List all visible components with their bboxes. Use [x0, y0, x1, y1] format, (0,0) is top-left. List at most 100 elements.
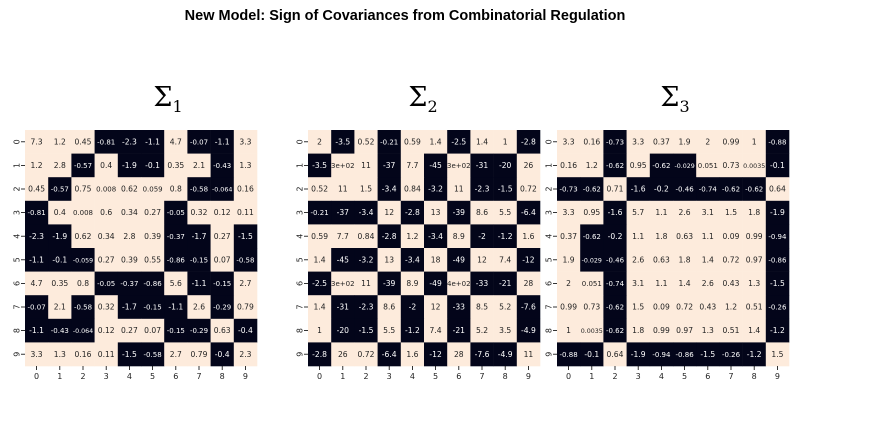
heatmap-cell-label: 0.72 [520, 185, 537, 194]
heatmap-cell-label: -0.1 [584, 350, 599, 359]
heatmap-cell [94, 342, 119, 367]
heatmap-cell [742, 318, 767, 343]
heatmap-cell-label: -0.46 [606, 256, 625, 264]
heatmap-cell-label: 0.63 [214, 326, 231, 335]
heatmap-cell-label: -39 [383, 279, 396, 288]
heatmap-cell-label: -37 [337, 208, 350, 217]
heatmap-cell-label: -7.6 [475, 350, 490, 359]
heatmap-title-1: Σ1 [153, 82, 182, 116]
heatmap-cell-label: 1.1 [655, 279, 667, 288]
heatmap-cell [765, 200, 790, 225]
heatmap-cell-label: -0.86 [676, 351, 695, 359]
heatmap-cell-label: 2.7 [170, 350, 182, 359]
heatmap-cell-label: 0.07 [144, 326, 161, 335]
y-tick-label: 6 [545, 281, 554, 286]
heatmap-cell-label: 0.12 [98, 326, 115, 335]
heatmap-cell-label: -1.2 [405, 326, 420, 335]
heatmap-cell-label: 0.8 [77, 279, 89, 288]
heatmap-cell [187, 318, 211, 343]
heatmap-cell-label: 0.16 [560, 161, 577, 170]
heatmap-cell [210, 342, 235, 367]
heatmap-cell [48, 130, 72, 154]
heatmap-cell-label: 8.9 [406, 279, 418, 288]
heatmap-cell-label: -20 [499, 161, 512, 170]
heatmap-cell-label: 7.4 [499, 255, 511, 264]
heatmap-cell-label: 0.8 [170, 185, 182, 194]
heatmap-cell [719, 224, 743, 249]
heatmap-cell [649, 130, 674, 154]
heatmap-cell-label: 0.39 [121, 255, 138, 264]
y-tick-label: 6 [296, 281, 305, 286]
heatmap-cell [308, 224, 332, 249]
x-tick-label: 7 [196, 372, 201, 381]
heatmap-cell-label: -33 [476, 279, 489, 288]
heatmap-cell-label: 0.99 [723, 137, 740, 146]
heatmap-cell [580, 177, 604, 202]
heatmap-cell [331, 295, 355, 320]
heatmap-cell-label: -3.2 [428, 185, 443, 194]
heatmap-cell-label: -1.5 [238, 232, 253, 241]
heatmap-cell-label: -0.43 [213, 162, 231, 170]
heatmap-cell-label: 0.79 [237, 303, 254, 312]
heatmap-cell [331, 318, 355, 343]
heatmap-cell-label: -0.15 [144, 304, 162, 312]
heatmap-title-symbol: Σ [408, 82, 427, 113]
y-tick-label: 7 [545, 304, 554, 309]
heatmap-cell-label: -0.05 [97, 280, 115, 288]
heatmap-cell-label: 1.2 [725, 303, 737, 312]
heatmap-cell-label: 0.71 [607, 185, 624, 194]
heatmap-cell-label: 11 [338, 185, 348, 194]
heatmap-cell [233, 318, 258, 343]
heatmap-cell-label: 3e+02 [331, 280, 355, 288]
heatmap-cell-label: 3.1 [702, 208, 714, 217]
x-tick-label: 6 [173, 372, 178, 381]
heatmap-cell [71, 200, 95, 225]
heatmap-cell [447, 130, 471, 154]
heatmap-cell-label: 3.3 [31, 350, 43, 359]
heatmap-cell [603, 342, 627, 367]
heatmap-cell [48, 177, 72, 202]
heatmap-cell-label: 5.6 [170, 279, 182, 288]
heatmap-cell [25, 153, 49, 178]
heatmap-cell-label: 0.63 [653, 255, 670, 264]
x-tick-label: 8 [503, 372, 508, 381]
heatmap-cell-label: -0.94 [652, 351, 671, 359]
heatmap-cell [696, 153, 720, 178]
heatmap-cell [48, 200, 72, 225]
heatmap-cell [233, 342, 258, 367]
heatmap-cell [377, 200, 402, 225]
heatmap-cell [673, 200, 697, 225]
heatmap-title-2: Σ2 [408, 82, 437, 116]
heatmap-cell [400, 177, 425, 202]
heatmap-cell [164, 248, 188, 272]
heatmap-cell-label: -1.5 [359, 326, 374, 335]
heatmap-cell-label: 0.59 [311, 232, 328, 241]
heatmap-cell [210, 248, 235, 272]
heatmap-cell-label: -3.4 [382, 185, 397, 194]
heatmap-cell [117, 248, 142, 272]
heatmap-cell-label: 0.52 [358, 137, 375, 146]
x-tick-label: 4 [410, 372, 415, 381]
heatmap-cell-label: -0.1 [52, 255, 67, 264]
heatmap-cell-label: 28 [524, 279, 534, 288]
heatmap-cell [94, 248, 119, 272]
heatmap-cell [673, 271, 697, 296]
heatmap-cell-label: 2.1 [54, 303, 66, 312]
heatmap-cell [557, 200, 581, 225]
heatmap-cell-label: 0.32 [98, 303, 115, 312]
heatmap-cell [25, 271, 49, 296]
heatmap-cell-label: 1.4 [314, 255, 326, 264]
heatmap-cell [493, 224, 518, 249]
heatmap-cell-label: -0.064 [73, 328, 93, 335]
heatmap-cell [331, 271, 355, 296]
heatmap-cell [377, 342, 402, 367]
heatmap-cell-label: 0.16 [237, 185, 254, 194]
heatmap-cell [719, 130, 743, 154]
y-tick-label: 7 [296, 304, 305, 309]
heatmap-cell [354, 248, 378, 272]
heatmap-cell [424, 248, 448, 272]
heatmap-cell-label: 1.1 [702, 232, 714, 241]
heatmap-cell [626, 271, 651, 296]
y-tick-label: 3 [296, 210, 305, 215]
heatmap-cell [400, 342, 425, 367]
